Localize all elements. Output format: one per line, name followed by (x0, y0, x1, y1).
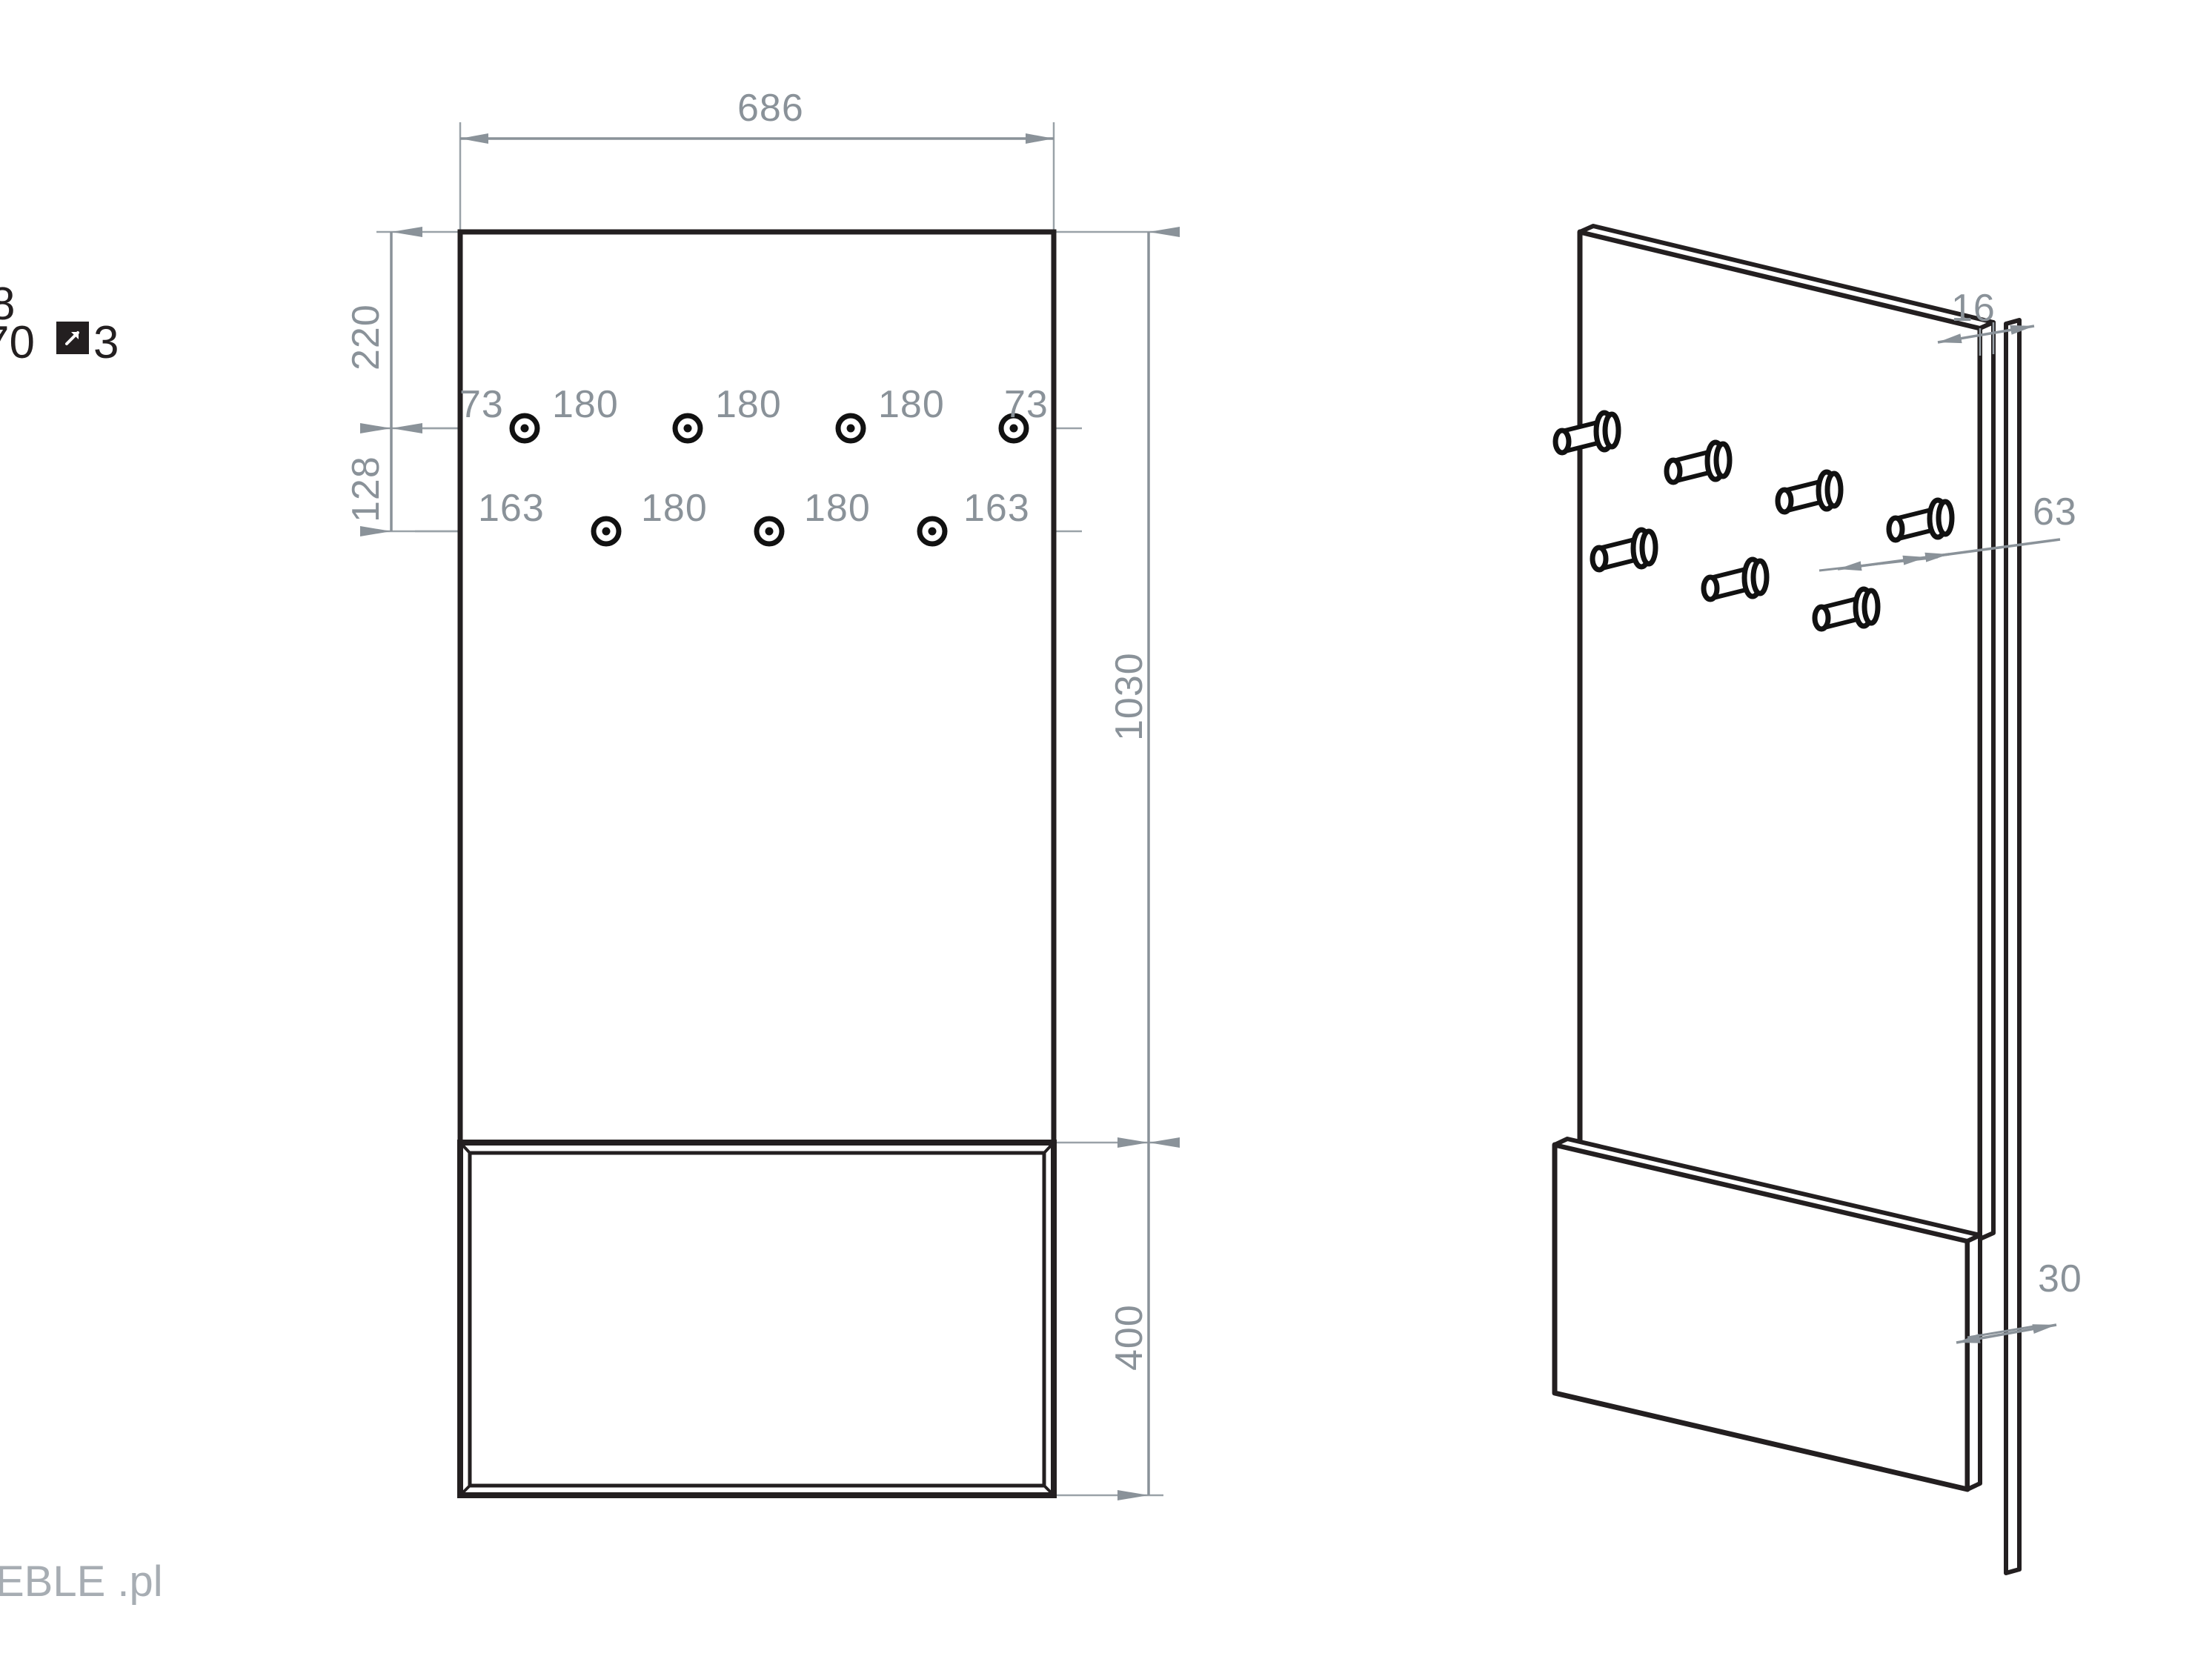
arrow-up-right-icon (56, 322, 89, 354)
dim-projection-63 (1819, 538, 2061, 572)
dim-label-upper-height-1030: 1030 (1108, 652, 1151, 741)
dim-label-upper-left-73: 73 (459, 383, 504, 426)
dim-label-lower-left-163: 163 (478, 487, 545, 530)
dim-label-upper-right-73: 73 (1004, 383, 1049, 426)
dim-label-width-686: 686 (737, 87, 804, 130)
watermark-text: EBLE .pl (0, 1557, 163, 1606)
dim-label-upper-s2-180: 180 (715, 383, 782, 426)
dim-label-projection-63: 63 (2033, 491, 2077, 533)
front-panel-outline (457, 229, 1057, 1498)
dim-label-lower-s2-180: 180 (804, 487, 871, 530)
corner-label-line2: 70 (0, 317, 35, 368)
dim-label-upper-s3-180: 180 (878, 383, 945, 426)
iso-panel-body (1552, 224, 2022, 1575)
dim-label-lower-height-400: 400 (1108, 1304, 1151, 1371)
dim-thickness-16-line (1937, 325, 2035, 344)
dim-label-lower-right-163: 163 (963, 487, 1030, 530)
dim-label-upper-s1-180: 180 (552, 383, 619, 426)
dim-label-thickness-16: 16 (1951, 287, 1996, 330)
dim-label-base-30: 30 (2038, 1257, 2082, 1300)
dim-label-lower-s1-180: 180 (641, 487, 708, 530)
dim-base-30 (1956, 1323, 2057, 1344)
dim-label-row-gap-128: 128 (345, 456, 388, 522)
corner-label-badge-value: 3 (93, 317, 119, 368)
corner-label-line1: 8 (0, 279, 16, 330)
dim-label-top-offset-220: 220 (345, 304, 388, 370)
